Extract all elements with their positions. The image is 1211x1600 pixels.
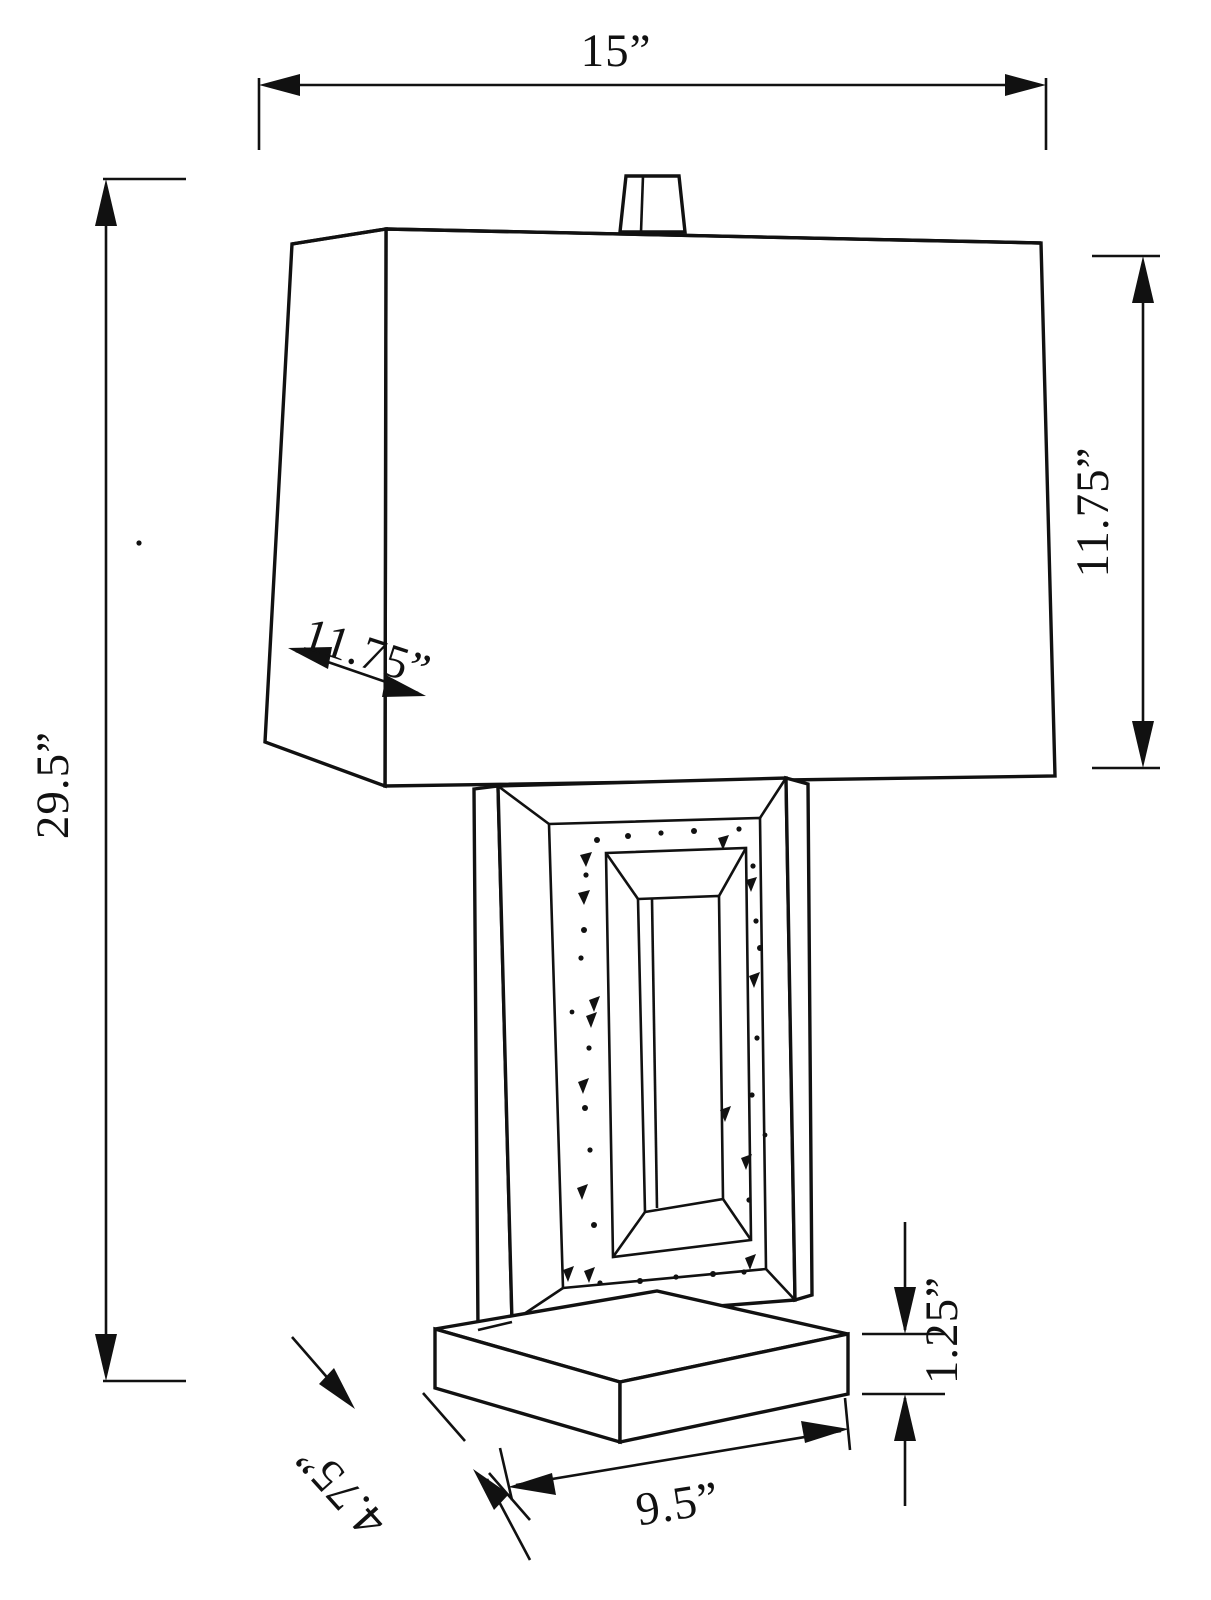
- dimension-shade-height: 11.75”: [1067, 254, 1160, 770]
- lamp-base: [433, 1289, 850, 1445]
- shade-front-face: [383, 227, 1057, 788]
- finial-body: [618, 174, 687, 234]
- dim-label-base-height: 1.25”: [916, 1276, 968, 1384]
- arrow-left: [508, 1473, 556, 1495]
- ext-line-left: [498, 1447, 514, 1501]
- bevel-corner-tl: [497, 784, 550, 826]
- arrow-right: [801, 1421, 849, 1443]
- dimension-base-height: 1.25”: [862, 1222, 968, 1506]
- ext-line-right: [843, 1397, 852, 1451]
- dim-label-shade-height: 11.75”: [1067, 447, 1119, 578]
- column-speckle-texture: [563, 826, 768, 1286]
- dimension-overall-height: 29.5”: [27, 177, 186, 1383]
- arrow-upper: [319, 1368, 355, 1409]
- lamp-shade: [263, 227, 1057, 789]
- inner-panel-seam: [650, 898, 659, 1209]
- finial-seam: [639, 175, 645, 233]
- arrow-top-inward: [894, 1287, 916, 1334]
- arrow-lower: [473, 1469, 509, 1510]
- inner-bevel-bl: [611, 1211, 647, 1258]
- bevel-corner-tr: [758, 777, 788, 819]
- arrow-bottom: [95, 1334, 117, 1381]
- inner-bevel-tr: [717, 847, 748, 897]
- inner-bevel-br: [721, 1198, 753, 1241]
- dim-label-overall-height: 29.5”: [27, 731, 79, 839]
- arrow-top: [1132, 256, 1154, 303]
- shade-left-face: [263, 227, 388, 789]
- ext-line-lower: [488, 1472, 531, 1521]
- arrow-start: [288, 647, 332, 669]
- arrow-end: [382, 675, 426, 697]
- column-right-face: [784, 775, 814, 1303]
- dim-label-shade-width: 15”: [581, 25, 652, 77]
- dimension-base-width: 9.5”: [498, 1397, 852, 1536]
- shade-bottom-left-edge: [264, 740, 386, 788]
- dim-label-base-width: 9.5”: [632, 1472, 723, 1536]
- ext-line-upper: [422, 1392, 466, 1442]
- base-column-joint: [477, 1320, 513, 1332]
- dimension-shade-width: 15”: [257, 25, 1048, 150]
- arrow-right: [1005, 74, 1046, 96]
- dim-line: [515, 1429, 842, 1487]
- finial: [618, 174, 687, 234]
- arrow-bottom: [1132, 721, 1154, 768]
- arrow-left: [259, 74, 300, 96]
- arrow-bottom-inward: [894, 1394, 916, 1441]
- base-front-right-face: [618, 1331, 850, 1445]
- lamp-column: [472, 775, 814, 1333]
- arrow-top: [95, 179, 117, 226]
- stray-tick-mark: [136, 540, 142, 546]
- bevel-corner-br: [765, 1268, 796, 1301]
- shade-top-rim: [291, 227, 1042, 246]
- inner-bevel-tl: [604, 852, 640, 900]
- dim-label-base-depth: 4.75”: [285, 1432, 396, 1547]
